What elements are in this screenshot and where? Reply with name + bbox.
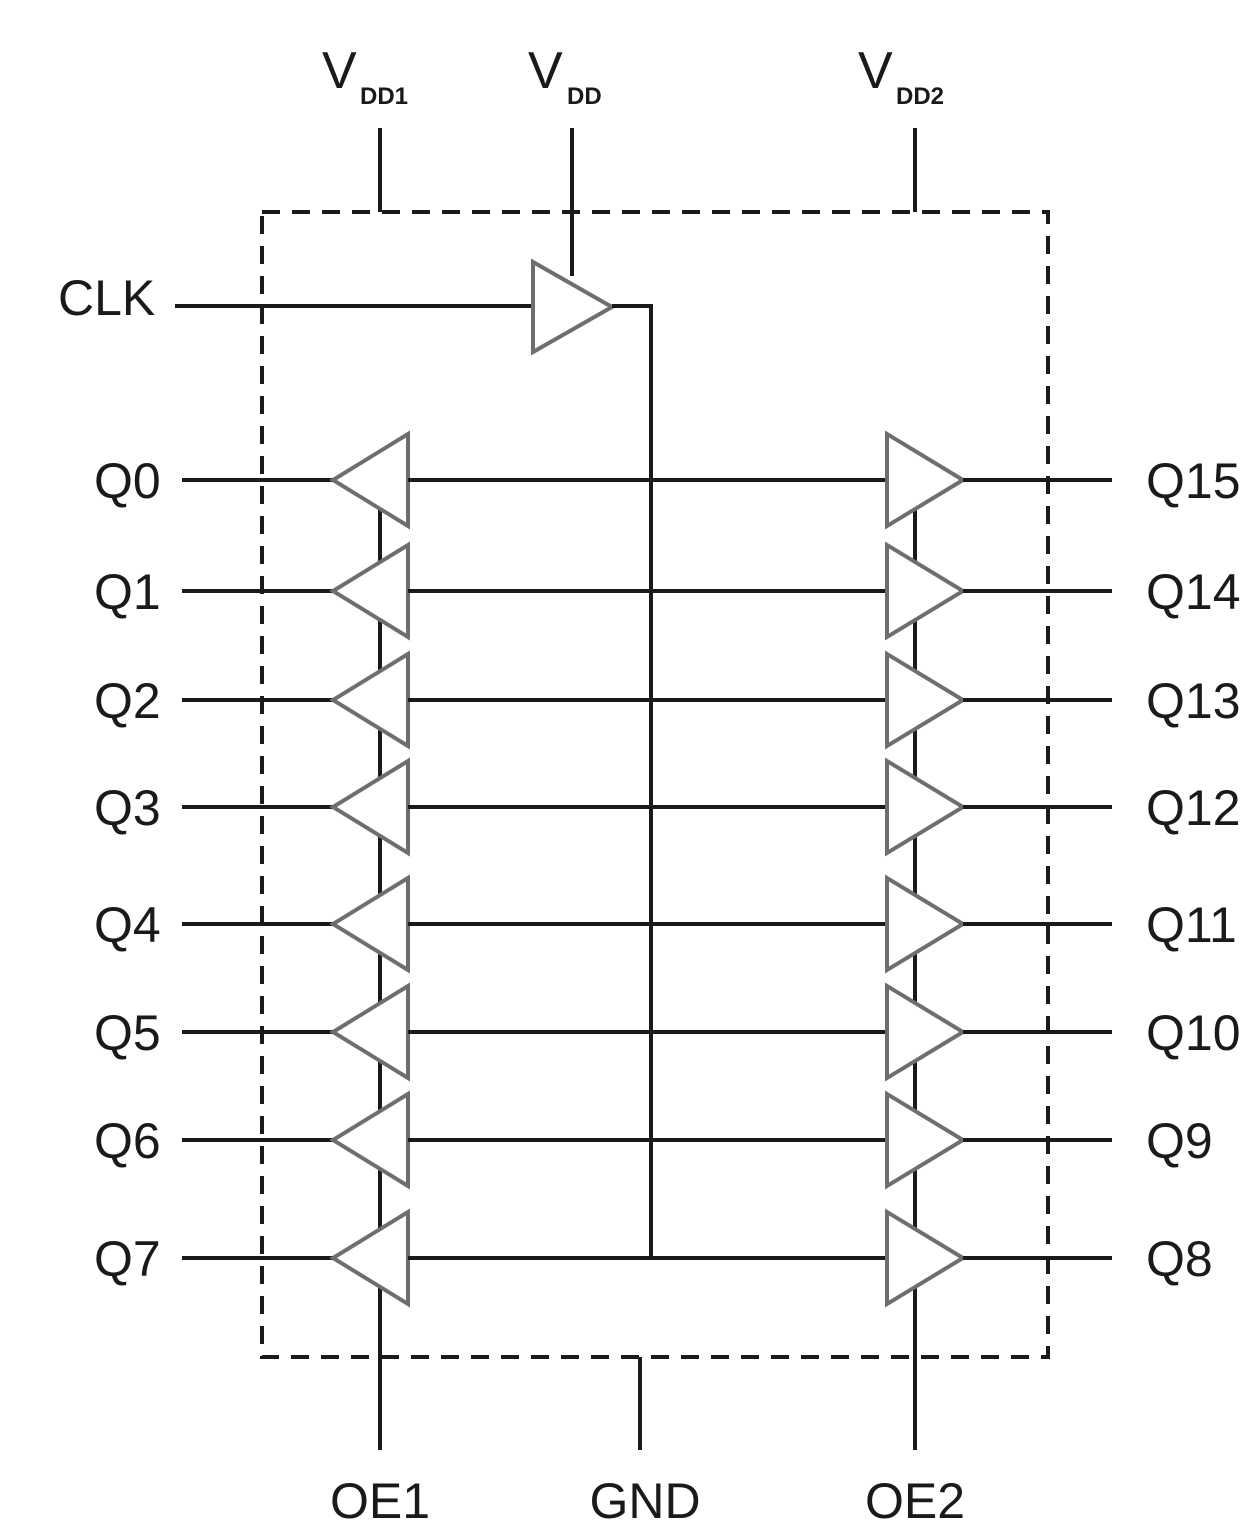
- left-output-label: Q3: [94, 780, 161, 836]
- clk-label: CLK: [58, 270, 155, 326]
- left-output-buffer: [329, 541, 410, 641]
- clock-input-buffer: [531, 258, 617, 356]
- left-output-label: Q2: [94, 673, 161, 729]
- output-row: Q5 Q10: [94, 982, 1241, 1082]
- right-output-label: Q9: [1146, 1113, 1213, 1169]
- right-output-buffer: [885, 650, 967, 750]
- output-row: Q6 Q9: [94, 1090, 1213, 1190]
- gnd-label: GND: [589, 1473, 700, 1521]
- supply-vdd-subscript: DD: [567, 83, 602, 110]
- left-output-buffer: [329, 757, 410, 857]
- supply-vdd-label: V: [528, 42, 563, 100]
- supply-vdd1: V DD1: [322, 42, 408, 212]
- right-output-buffer: [885, 541, 967, 641]
- output-row: Q4 Q11: [94, 874, 1237, 974]
- right-output-label: Q14: [1146, 564, 1241, 620]
- left-output-buffer: [329, 982, 410, 1082]
- right-output-buffer: [885, 1090, 967, 1190]
- right-output-label: Q8: [1146, 1231, 1213, 1287]
- left-output-buffer: [329, 650, 410, 750]
- supply-vdd2: V DD2: [858, 42, 944, 212]
- output-row: Q0 Q15: [94, 430, 1241, 530]
- right-output-buffer: [885, 874, 967, 974]
- left-output-buffer: [329, 430, 410, 530]
- supply-vdd: V DD: [528, 42, 602, 276]
- left-output-label: Q1: [94, 564, 161, 620]
- left-output-label: Q5: [94, 1005, 161, 1061]
- left-output-buffer: [329, 1208, 410, 1308]
- output-row: Q1 Q14: [94, 541, 1241, 641]
- right-output-label: Q13: [1146, 673, 1241, 729]
- supply-vdd1-label: V: [322, 42, 357, 100]
- right-output-label: Q10: [1146, 1005, 1241, 1061]
- output-row: Q2 Q13: [94, 650, 1241, 750]
- right-output-label: Q12: [1146, 780, 1241, 836]
- right-output-buffer: [885, 430, 967, 530]
- left-output-buffer: [329, 1090, 410, 1190]
- chip-boundary: [260, 210, 1050, 1359]
- right-output-label: Q15: [1146, 453, 1241, 509]
- supply-vdd2-label: V: [858, 42, 893, 100]
- left-output-label: Q6: [94, 1113, 161, 1169]
- right-output-buffer: [885, 1208, 967, 1308]
- output-row: Q7 Q8: [94, 1208, 1213, 1308]
- supply-vdd1-subscript: DD1: [360, 83, 408, 110]
- oe2-label: OE2: [865, 1473, 965, 1521]
- output-row: Q3 Q12: [94, 757, 1241, 857]
- right-output-buffer: [885, 982, 967, 1082]
- clock-distribution-wire: [612, 304, 653, 1258]
- left-output-buffer: [329, 874, 410, 974]
- left-output-label: Q0: [94, 453, 161, 509]
- left-output-label: Q7: [94, 1231, 161, 1287]
- right-output-buffer: [885, 757, 967, 857]
- left-output-label: Q4: [94, 897, 161, 953]
- right-output-label: Q11: [1146, 897, 1237, 953]
- oe1-label: OE1: [330, 1473, 430, 1521]
- supply-vdd2-subscript: DD2: [896, 83, 944, 110]
